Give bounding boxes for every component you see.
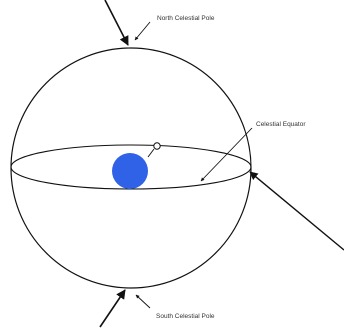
south-pole-arrow: [100, 290, 125, 327]
equator-pointer-arrow: [250, 172, 344, 250]
north-pole-arrow: [105, 0, 128, 45]
equator-label: Celestial Equator: [256, 121, 306, 128]
south-label-leader: [136, 295, 150, 308]
equator-label-leader: [201, 128, 252, 181]
north-pole-label: North Celestial Pole: [157, 15, 215, 22]
north-label-leader: [135, 22, 150, 40]
star-icon: [154, 143, 160, 149]
star-pointer-line: [148, 149, 154, 157]
earth-icon: [112, 153, 148, 189]
south-pole-label: South Celestial Pole: [156, 313, 215, 320]
